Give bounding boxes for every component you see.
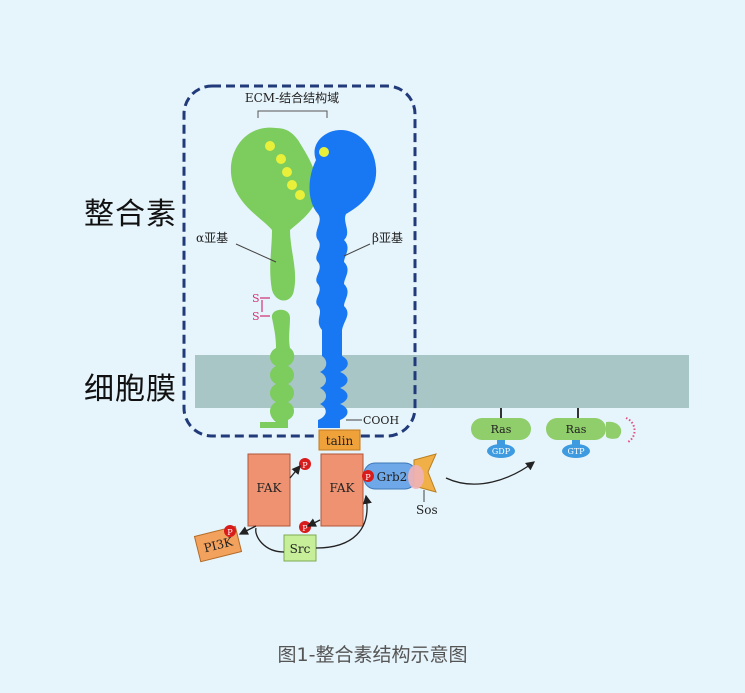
phospho-label-1: P <box>302 461 308 470</box>
fak-right-label: FAK <box>330 481 356 495</box>
beta-subunit-label: β亚基 <box>372 231 403 245</box>
cell-membrane <box>195 355 689 408</box>
arrow-fak-to-fak <box>289 465 301 479</box>
disulfide-s-top: S <box>252 292 260 305</box>
arrow-sos-to-ras <box>445 461 536 485</box>
alpha-subunit-label: α亚基 <box>196 231 228 245</box>
phospho-label-4: P <box>302 524 308 533</box>
gtp-label: GTP <box>567 447 585 456</box>
ecm-domain-outline <box>182 84 417 438</box>
talin-label: talin <box>326 434 354 448</box>
fak-right-box <box>320 453 364 527</box>
talin-box <box>318 429 361 451</box>
gdp-label: GDP <box>492 447 511 456</box>
beta-pointer <box>343 243 371 257</box>
membrane-label: 细胞膜 <box>84 372 177 407</box>
ras-activation-glow <box>625 417 636 443</box>
cooh-label: COOH <box>363 414 399 427</box>
sos-label: Sos <box>416 503 438 517</box>
ras-right: Ras GTP <box>546 417 636 458</box>
phospho-label-3: P <box>227 528 233 537</box>
ras-left-label: Ras <box>491 423 512 436</box>
figure-caption: 图1-整合素结构示意图 <box>277 644 468 666</box>
src-label: Src <box>290 542 311 556</box>
arrow-fak-to-pi3k <box>238 525 257 535</box>
phospho-fak-mid: P <box>299 458 311 470</box>
disulfide-bond <box>260 297 270 317</box>
beta-subunit <box>309 129 377 428</box>
integrin-label: 整合素 <box>84 197 177 232</box>
sos-pink-blob <box>408 465 424 489</box>
ras-right-label: Ras <box>566 423 587 436</box>
arrow-src-to-fak <box>315 494 372 549</box>
arrow-src-to-pi3k <box>255 527 285 553</box>
grb2-label: Grb2 <box>377 470 408 484</box>
fak-left-box <box>247 453 291 527</box>
alpha-pointer <box>235 243 277 263</box>
ras-left: Ras GDP <box>471 418 531 458</box>
ecm-domain-label: ECM-结合结构域 <box>245 90 339 105</box>
disulfide-s-bottom: S <box>252 310 260 323</box>
alpha-subunit <box>230 127 318 428</box>
arrow-fak-to-src <box>306 518 321 527</box>
phospho-src: P <box>299 521 311 533</box>
gdp-badge <box>487 444 515 458</box>
phospho-pi3k: P <box>224 525 236 537</box>
phospho-fak-right: P <box>362 470 374 482</box>
phospho-label-2: P <box>365 473 371 482</box>
gtp-badge <box>562 444 590 458</box>
ecm-domain-bracket <box>257 110 328 118</box>
fak-left-label: FAK <box>257 481 283 495</box>
